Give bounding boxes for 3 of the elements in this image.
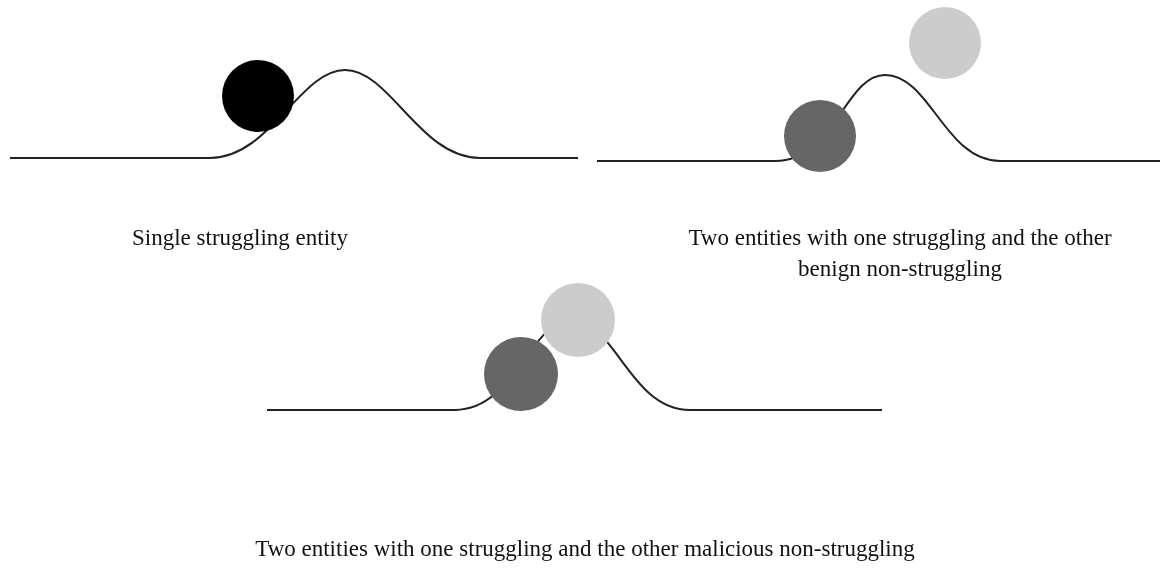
caption: Two entities with one struggling and the other malicious non-struggling [254,535,916,563]
caption: Two entities with one struggling and the other benign non-struggling [687,224,1113,283]
caption: Single struggling entity [131,224,349,252]
